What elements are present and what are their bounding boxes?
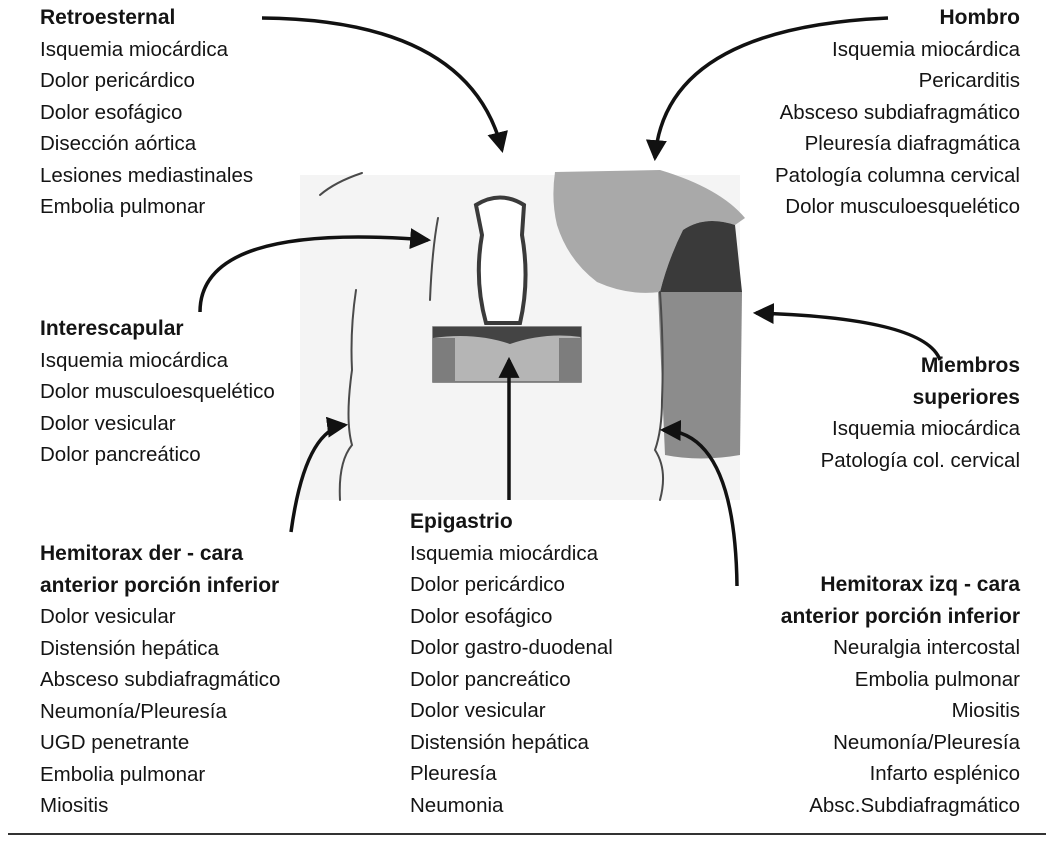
condition-item: Dolor gastro-duodenal (410, 632, 613, 664)
condition-item: Absc.Subdiafragmático (781, 790, 1020, 822)
condition-item: Dolor esofágico (410, 601, 613, 633)
condition-item: Neuralgia intercostal (781, 632, 1020, 664)
region-hombro: Hombro Isquemia miocárdica Pericarditis … (775, 2, 1020, 223)
retrosternal-region (476, 198, 526, 324)
condition-item: Dolor musculoesquelético (775, 191, 1020, 223)
condition-item: Embolia pulmonar (40, 759, 280, 791)
region-title: Interescapular (40, 313, 275, 345)
condition-item: Pleuresía (410, 758, 613, 790)
region-title-line2: anterior porción inferior (781, 601, 1020, 633)
condition-item: Neumonia (410, 790, 613, 822)
condition-item: Neumonía/Pleuresía (40, 696, 280, 728)
condition-item: Patología col. cervical (821, 445, 1020, 477)
region-retroesternal: Retroesternal Isquemia miocárdica Dolor … (40, 2, 253, 223)
region-title: Retroesternal (40, 2, 253, 34)
region-title-line2: anterior porción inferior (40, 570, 280, 602)
condition-item: Disección aórtica (40, 128, 253, 160)
region-title: Epigastrio (410, 506, 613, 538)
condition-item: Dolor vesicular (40, 601, 280, 633)
arm-shade-region (658, 292, 742, 459)
condition-item: Patología columna cervical (775, 160, 1020, 192)
condition-item: Dolor pericárdico (40, 65, 253, 97)
bottom-rule (8, 833, 1046, 835)
condition-item: Distensión hepática (40, 633, 280, 665)
condition-item: Miositis (40, 790, 280, 822)
condition-item: Neumonía/Pleuresía (781, 727, 1020, 759)
condition-item: Isquemia miocárdica (775, 34, 1020, 66)
condition-item: Dolor pancreático (410, 664, 613, 696)
condition-item: Dolor vesicular (410, 695, 613, 727)
region-title-line2: superiores (821, 382, 1020, 414)
region-interescapular: Interescapular Isquemia miocárdica Dolor… (40, 313, 275, 471)
region-title: Hombro (775, 2, 1020, 34)
condition-item: Pericarditis (775, 65, 1020, 97)
condition-item: Infarto esplénico (781, 758, 1020, 790)
condition-item: Dolor pancreático (40, 439, 275, 471)
condition-item: Dolor musculoesquelético (40, 376, 275, 408)
condition-item: Absceso subdiafragmático (40, 664, 280, 696)
condition-item: Absceso subdiafragmático (775, 97, 1020, 129)
region-miembros-superiores: Miembros superiores Isquemia miocárdica … (821, 350, 1020, 476)
condition-item: Pleuresía diafragmática (775, 128, 1020, 160)
condition-item: Lesiones mediastinales (40, 160, 253, 192)
condition-item: Dolor vesicular (40, 408, 275, 440)
arrow-retroesternal (262, 18, 502, 150)
region-title-line1: Miembros (821, 350, 1020, 382)
condition-item: Isquemia miocárdica (40, 345, 275, 377)
condition-item: Embolia pulmonar (40, 191, 253, 223)
epigastric-dark-left (433, 338, 455, 382)
condition-item: Distensión hepática (410, 727, 613, 759)
condition-item: Embolia pulmonar (781, 664, 1020, 696)
condition-item: Isquemia miocárdica (40, 34, 253, 66)
epigastric-dark-right (559, 338, 581, 382)
region-title-line1: Hemitorax der - cara (40, 538, 280, 570)
region-title-line1: Hemitorax izq - cara (781, 569, 1020, 601)
condition-item: Isquemia miocárdica (821, 413, 1020, 445)
condition-item: Isquemia miocárdica (410, 538, 613, 570)
condition-item: Dolor pericárdico (410, 569, 613, 601)
region-hemitorax-der: Hemitorax der - cara anterior porción in… (40, 538, 280, 822)
region-epigastrio: Epigastrio Isquemia miocárdica Dolor per… (410, 506, 613, 821)
region-hemitorax-izq: Hemitorax izq - cara anterior porción in… (781, 569, 1020, 821)
condition-item: Miositis (781, 695, 1020, 727)
condition-item: UGD penetrante (40, 727, 280, 759)
condition-item: Dolor esofágico (40, 97, 253, 129)
